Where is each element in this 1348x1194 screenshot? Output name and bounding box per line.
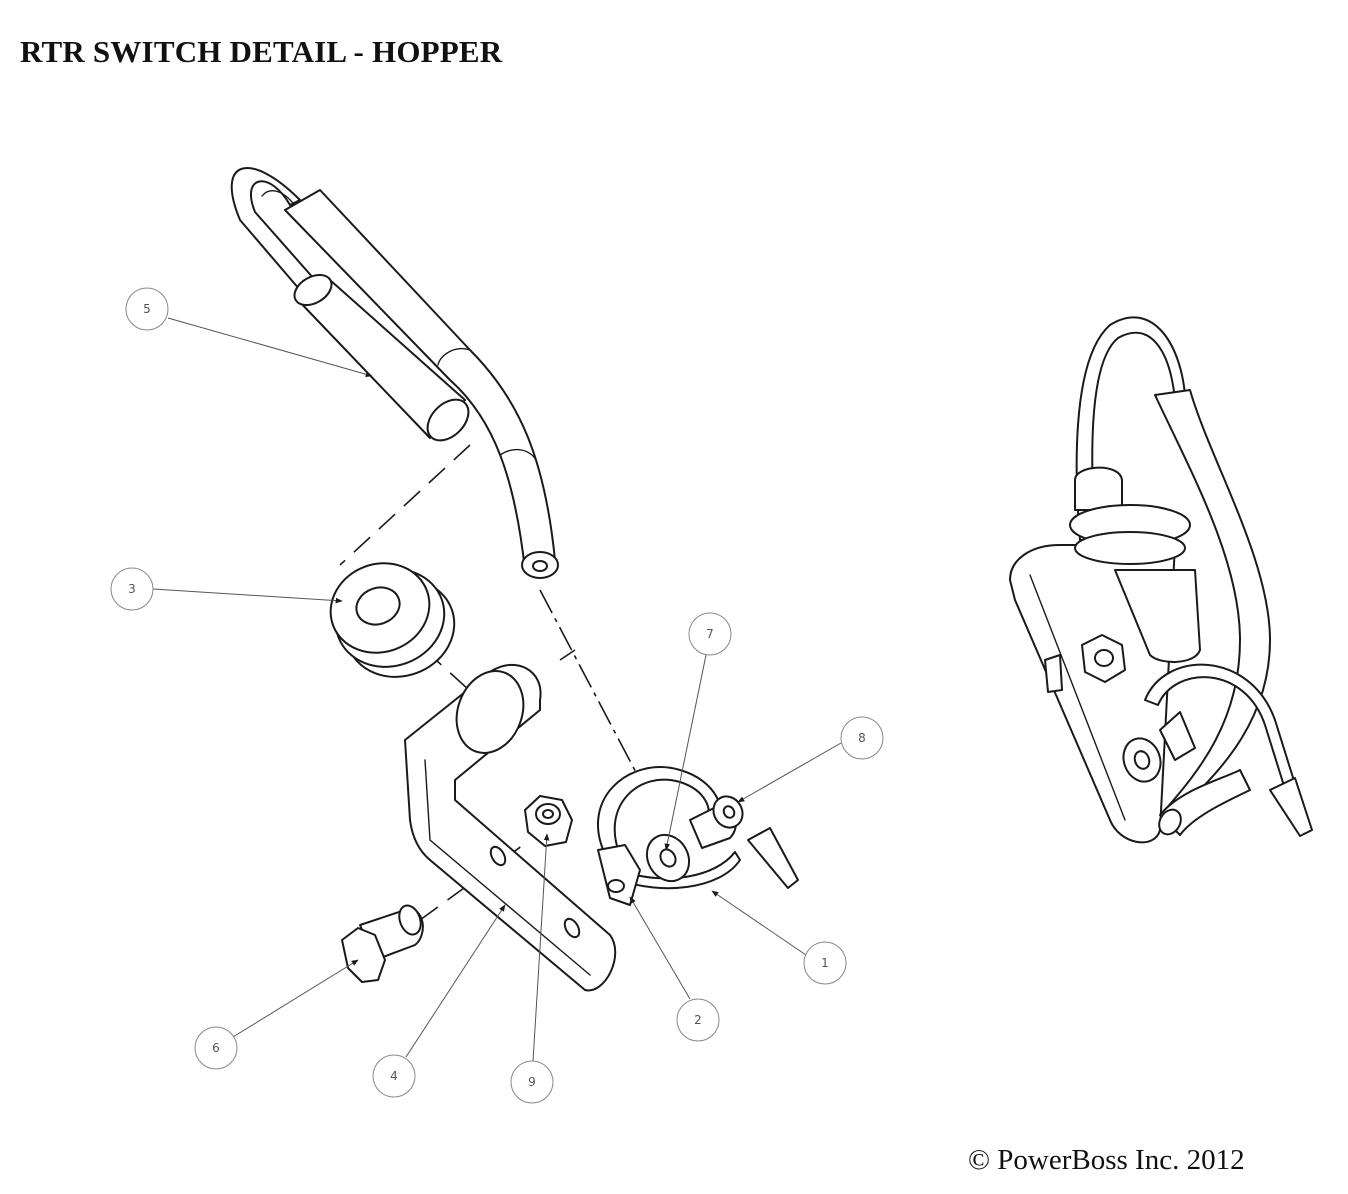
page-title: RTR SWITCH DETAIL - HOPPER xyxy=(20,34,503,69)
float-sleeve xyxy=(293,273,470,442)
callout-1: 1 xyxy=(803,941,847,985)
callout-label: 7 xyxy=(706,627,714,641)
callout-label: 3 xyxy=(128,582,136,596)
callout-8: 8 xyxy=(840,716,884,760)
copyright-notice: © PowerBoss Inc. 2012 xyxy=(968,1144,1245,1176)
callout-label: 4 xyxy=(390,1069,398,1083)
washer xyxy=(645,833,691,883)
callout-3: 3 xyxy=(110,567,154,611)
callout-5: 5 xyxy=(125,287,169,331)
ring-terminal xyxy=(689,795,744,849)
callout-label: 6 xyxy=(212,1041,220,1055)
callout-2: 2 xyxy=(676,998,720,1042)
callout-9: 9 xyxy=(510,1060,554,1104)
callout-label: 9 xyxy=(528,1075,536,1089)
callout-label: 2 xyxy=(694,1013,702,1027)
callout-label: 1 xyxy=(821,956,829,970)
assembled-view xyxy=(1009,316,1313,844)
callout-label: 8 xyxy=(858,731,866,745)
callout-4: 4 xyxy=(372,1054,416,1098)
cable-clamp xyxy=(596,766,799,906)
callout-label: 5 xyxy=(143,302,151,316)
callout-7: 7 xyxy=(688,612,732,656)
hex-bolt xyxy=(341,904,424,983)
callout-6: 6 xyxy=(194,1026,238,1070)
grommet xyxy=(329,562,456,678)
float-switch-cable xyxy=(230,166,559,579)
hex-nut xyxy=(524,795,573,847)
leader-lines xyxy=(152,317,842,1062)
mounting-bracket xyxy=(404,663,617,992)
